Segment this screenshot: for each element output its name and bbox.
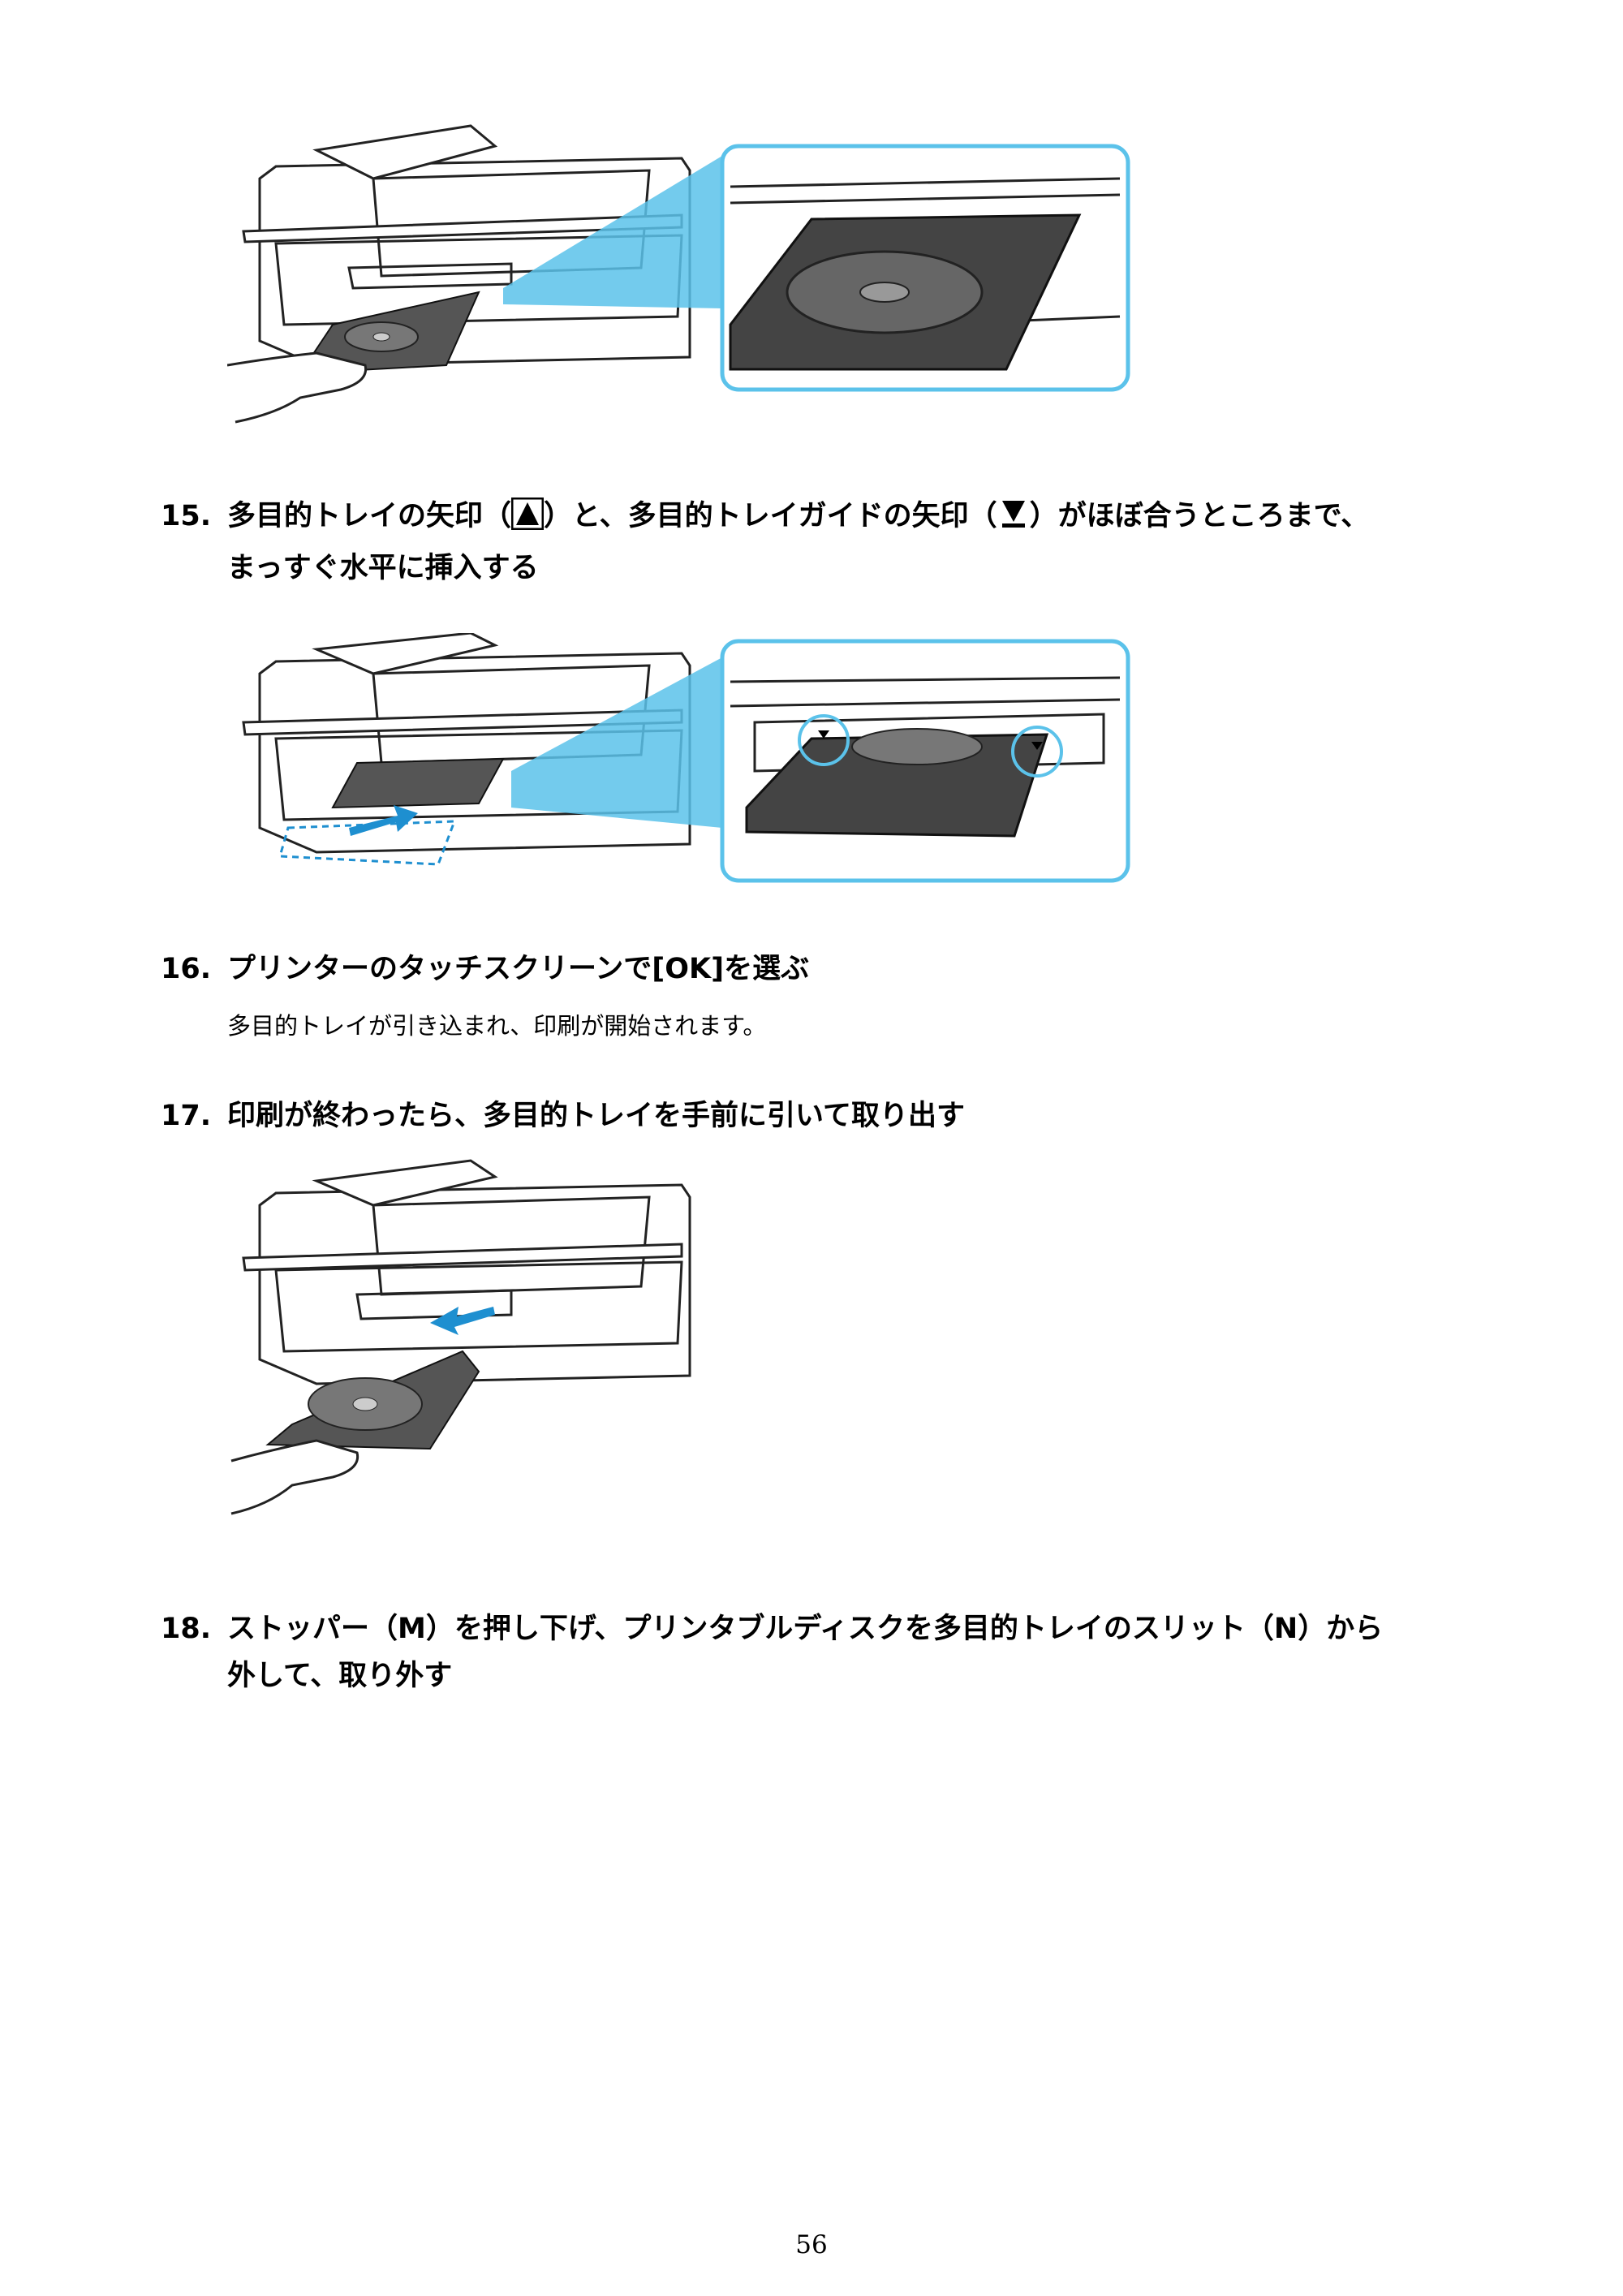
step-text: プリンターのタッチスクリーンで[OK]を選ぶ: [227, 953, 810, 985]
step-number: 15.: [161, 500, 212, 532]
figure-tray-insert-start: [227, 124, 1130, 424]
step-text-line2: 外して、取り外す: [227, 1660, 453, 1692]
step-17: 17. 印刷が終わったら、多目的トレイを手前に引いて取り出す: [161, 1092, 1492, 1139]
step-text-line1: ストッパー（M）を押し下げ、プリンタブルディスクを多目的トレイのスリット（N）か…: [227, 1613, 1384, 1645]
step-16-description: 多目的トレイが引き込まれ、印刷が開始されます。: [227, 1012, 767, 1040]
page-number: 56: [795, 2230, 828, 2259]
triangle-down-icon: [997, 498, 1030, 545]
step-text-part: 多目的トレイの矢印（: [227, 500, 512, 532]
step-15: 15. 多目的トレイの矢印（ ）と、多目的トレイガイドの矢印（ ）がほぼ合うところまで…: [161, 493, 1492, 592]
triangle-up-icon: [510, 497, 545, 545]
step-18: 18. ストッパー（M）を押し下げ、プリンタブルディスクを多目的トレイのスリット（…: [161, 1605, 1492, 1699]
figure-tray-remove: [230, 1159, 691, 1515]
figure-tray-aligned: [242, 633, 1130, 883]
step-text-part: ）がほぼ合うところまで、: [1029, 500, 1370, 532]
step-text: 印刷が終わったら、多目的トレイを手前に引いて取り出す: [227, 1100, 965, 1132]
step-number: 16.: [161, 953, 212, 985]
step-text-line2: まっすぐ水平に挿入する: [227, 552, 539, 584]
step-number: 17.: [161, 1100, 212, 1132]
step-number: 18.: [161, 1613, 212, 1645]
step-16: 16. プリンターのタッチスクリーンで[OK]を選ぶ: [161, 946, 1492, 993]
step-text-part: ）と、多目的トレイガイドの矢印（: [544, 500, 997, 532]
